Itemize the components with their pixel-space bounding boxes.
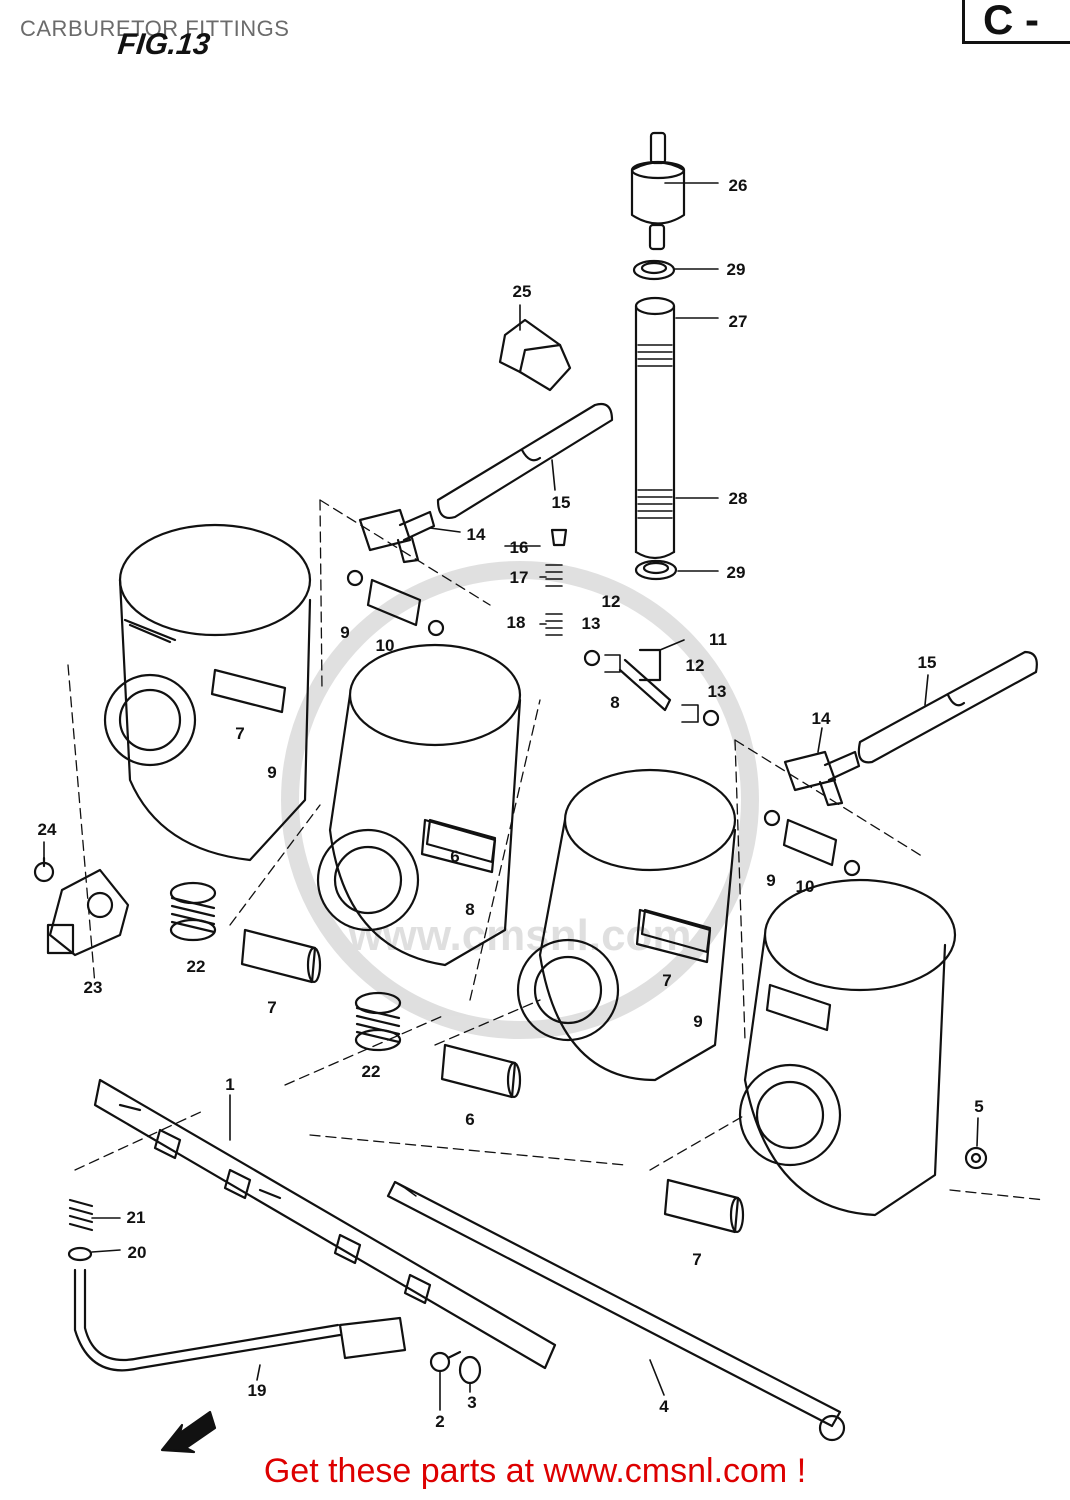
watermark-text: www.cmsnl.com — [347, 911, 691, 960]
section-label: C - — [983, 0, 1039, 43]
fuel-filter — [630, 131, 686, 251]
carburetor-body-1 — [103, 523, 312, 862]
throttle-position-sensor — [46, 868, 130, 957]
callout-14a: 14 — [467, 525, 486, 544]
callout-9c: 9 — [766, 871, 775, 890]
callout-12b: 12 — [686, 656, 705, 675]
callout-12a: 12 — [602, 592, 621, 611]
watermark-emblem — [281, 561, 759, 1039]
joint-pipe-7c — [635, 908, 712, 964]
callout-11: 11 — [709, 630, 727, 649]
callout-7b: 7 — [267, 998, 276, 1017]
callout-10a: 10 — [376, 636, 395, 655]
callout-7d: 7 — [692, 1250, 701, 1269]
fuel-hose-vertical — [634, 296, 676, 560]
callout-15a: 15 — [552, 493, 571, 512]
callout-4: 4 — [659, 1397, 669, 1416]
leader-lines — [43, 182, 979, 1411]
callout-19: 19 — [248, 1381, 267, 1400]
callout-16: 16 — [510, 538, 529, 557]
callout-8a: 8 — [610, 693, 619, 712]
callout-5: 5 — [974, 1097, 983, 1116]
callout-29a: 29 — [727, 260, 746, 279]
callout-26: 26 — [729, 176, 748, 195]
callout-7c: 7 — [662, 971, 671, 990]
nut-5 — [964, 1146, 988, 1170]
fuel-fitting-center — [583, 648, 720, 727]
footer-cta[interactable]: Get these parts at www.cmsnl.com ! — [263, 1452, 807, 1490]
callout-1: 1 — [225, 1075, 234, 1094]
carburetor-body-2 — [316, 643, 522, 967]
callout-14b: 14 — [812, 709, 831, 728]
hose-clip — [498, 318, 572, 392]
callout-13b: 13 — [708, 682, 727, 701]
screw-spring-set — [545, 528, 568, 636]
washer-3 — [458, 1355, 482, 1385]
screw-2 — [429, 1350, 462, 1373]
callout-10b: 10 — [796, 877, 815, 896]
throttle-rod — [73, 1268, 407, 1372]
callout-9b: 9 — [267, 763, 276, 782]
callout-3: 3 — [467, 1393, 476, 1412]
mounting-bracket — [93, 1078, 557, 1370]
callout-29b: 29 — [727, 563, 746, 582]
front-direction-arrow — [160, 1410, 217, 1454]
callout-20: 20 — [128, 1243, 147, 1262]
joint-pipe-6b — [420, 818, 497, 874]
callout-23: 23 — [84, 978, 103, 997]
spring-22b — [354, 991, 402, 1052]
sensor-screw — [33, 856, 55, 883]
throttle-shaft — [386, 1180, 846, 1442]
tee-joint-upper — [358, 508, 436, 564]
callout-6b: 6 — [465, 1110, 474, 1129]
spring-21 — [68, 1198, 94, 1232]
callout-24: 24 — [38, 820, 57, 839]
callout-9d: 9 — [693, 1012, 702, 1031]
callout-17: 17 — [510, 568, 529, 587]
joint-pipe-6a — [440, 1043, 522, 1099]
callout-2: 2 — [435, 1412, 444, 1431]
joint-pipe-7b — [663, 1178, 745, 1234]
callout-7a: 7 — [235, 724, 244, 743]
carburetor-body-4 — [738, 878, 957, 1217]
joint-pipe-7a — [240, 928, 322, 984]
callout-18: 18 — [507, 613, 526, 632]
callout-13a: 13 — [582, 614, 601, 633]
callout-numbers: 1 2 3 4 5 6 6 7 7 7 7 8 8 9 9 9 9 10 10 … — [38, 176, 984, 1431]
hose-clamp-upper — [632, 259, 676, 281]
washer-20 — [67, 1246, 93, 1262]
callout-27: 27 — [729, 312, 748, 331]
callout-8b: 8 — [465, 900, 474, 919]
fuel-hose-upper — [436, 402, 614, 519]
fuel-hose-right — [857, 650, 1038, 764]
section-box: C - — [962, 0, 1070, 44]
callout-25: 25 — [513, 282, 532, 301]
tee-joint-right — [783, 750, 861, 807]
callout-28: 28 — [729, 489, 748, 508]
assembly-guide-lines — [67, 499, 1046, 1201]
callout-9a: 9 — [340, 623, 349, 642]
joint-pipe-10b — [763, 809, 861, 877]
callout-15b: 15 — [918, 653, 937, 672]
hose-clamp-lower — [634, 559, 678, 581]
page-title: CARBURETOR FITTINGS — [20, 16, 290, 41]
callout-21: 21 — [127, 1208, 146, 1227]
callout-6a: 6 — [450, 847, 459, 866]
spring-22a — [169, 881, 217, 942]
callout-22a: 22 — [187, 957, 206, 976]
watermark: www.cmsnl.com — [281, 561, 759, 1039]
callout-22b: 22 — [362, 1062, 381, 1081]
joint-pipe-10a — [346, 569, 445, 637]
